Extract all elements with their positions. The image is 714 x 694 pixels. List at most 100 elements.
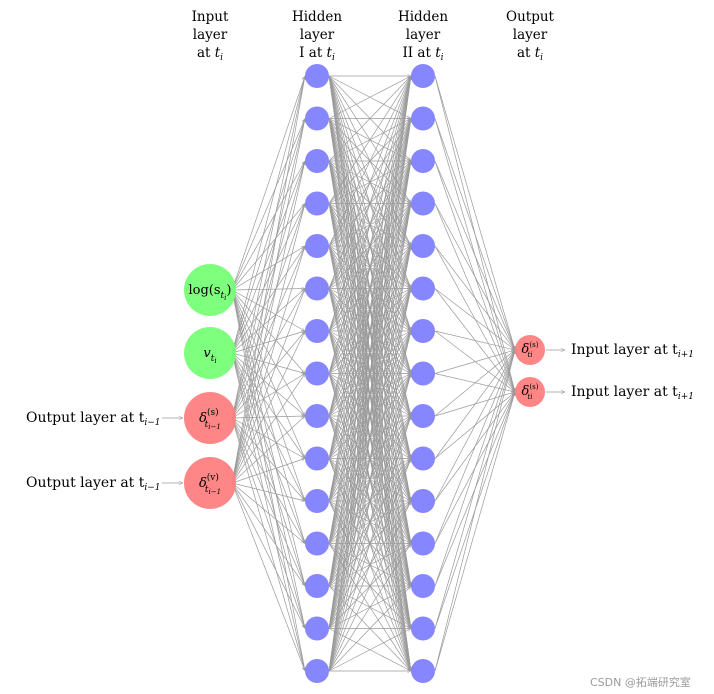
edge-hidden1-hidden2	[328, 628, 411, 672]
edge-hidden2-output	[434, 350, 516, 544]
edge-input-hidden1	[231, 76, 305, 419]
output-node-label: δ(s)ti	[522, 383, 539, 401]
edge-input-hidden1	[231, 119, 305, 419]
output-node	[515, 335, 545, 365]
header-input-line: Input	[192, 9, 229, 25]
edge-input-hidden1	[231, 289, 305, 484]
input-source-label: Output layer at ti−1	[26, 475, 161, 493]
edge-hidden1-hidden2	[328, 76, 411, 629]
edge-hidden1-hidden2	[328, 416, 411, 672]
edge-hidden2-output	[434, 330, 515, 350]
edge-input-hidden1	[231, 417, 305, 459]
hidden2-node	[411, 64, 435, 88]
edge-input-hidden1	[231, 331, 306, 484]
edge-input-hidden1	[231, 352, 305, 544]
edge-hidden1-hidden2	[328, 459, 411, 672]
edge-input-hidden1	[231, 459, 305, 484]
edge-hidden1-hidden2	[328, 76, 411, 544]
edge-input-hidden1	[231, 482, 306, 629]
hidden2-node	[411, 361, 435, 386]
hidden2-node	[411, 531, 435, 556]
edge-input-hidden1	[231, 417, 306, 544]
hidden1-node	[305, 531, 329, 556]
hidden2-node	[411, 106, 435, 131]
edge-hidden2-output	[434, 350, 515, 417]
edge-input-hidden1	[231, 352, 305, 671]
edge-hidden1-hidden2	[328, 76, 411, 502]
hidden1-node	[305, 616, 329, 641]
edge-hidden1-hidden2	[328, 161, 411, 672]
edge-hidden2-output	[434, 350, 515, 374]
connection-edges	[231, 75, 516, 672]
edge-input-hidden1	[231, 161, 305, 354]
edge-hidden2-output	[434, 350, 515, 629]
output-target-label: Input layer at ti+1	[571, 342, 694, 360]
hidden2-node	[411, 276, 435, 301]
header-output-line: layer	[513, 27, 548, 43]
edge-hidden1-hidden2	[328, 76, 411, 332]
hidden1-node	[305, 106, 329, 131]
output-target-label: Input layer at ti+1	[571, 384, 694, 402]
edge-hidden1-hidden2	[328, 331, 411, 672]
hidden2-node	[411, 489, 435, 513]
edge-hidden2-output	[434, 75, 515, 350]
hidden1-node	[305, 446, 329, 471]
edge-input-hidden1	[231, 417, 305, 671]
edge-hidden2-output	[434, 245, 515, 350]
edge-input-hidden1	[231, 204, 305, 419]
edge-hidden1-hidden2	[328, 246, 411, 672]
edge-input-hidden1	[231, 76, 305, 354]
edge-input-hidden1	[231, 374, 306, 484]
edge-input-hidden1	[231, 246, 306, 419]
hidden2-node	[411, 319, 435, 343]
edge-input-hidden1	[231, 352, 305, 586]
edge-hidden2-output	[434, 350, 516, 502]
edge-hidden2-output	[434, 350, 515, 672]
input-node	[184, 327, 236, 379]
edge-hidden2-output	[434, 350, 515, 587]
hidden2-node	[411, 616, 435, 641]
output-node	[515, 377, 545, 407]
hidden1-node	[305, 361, 329, 386]
edge-input-hidden1	[231, 119, 305, 354]
edge-input-hidden1	[231, 482, 305, 671]
edge-hidden1-hidden2	[328, 76, 411, 417]
output-node-label: δ(s)ti	[522, 341, 539, 359]
header-hidden2-line: layer	[406, 27, 441, 43]
header-input-line: layer	[193, 27, 228, 43]
input-node-label: vti	[203, 346, 216, 365]
header-hidden2-line: Hidden	[398, 9, 448, 25]
hidden1-node	[305, 659, 329, 683]
input-source-label: Output layer at ti−1	[26, 410, 161, 428]
edge-input-hidden1	[231, 352, 305, 416]
edge-input-hidden1	[231, 119, 305, 484]
hidden1-node	[305, 276, 329, 301]
edge-hidden1-hidden2	[328, 289, 411, 672]
edge-input-hidden1	[231, 417, 306, 586]
header-input-line: at ti	[197, 45, 223, 63]
hidden1-node	[305, 149, 329, 173]
edge-input-hidden1	[232, 482, 305, 501]
edge-input-hidden1	[232, 352, 305, 374]
edge-input-hidden1	[231, 352, 305, 629]
edge-input-hidden1	[231, 352, 306, 501]
edge-input-hidden1	[231, 161, 305, 484]
edge-input-hidden1	[231, 246, 305, 484]
hidden2-node	[411, 234, 435, 258]
edge-hidden2-output	[434, 203, 516, 351]
edge-input-hidden1	[231, 373, 305, 419]
edge-hidden2-output	[434, 288, 515, 351]
hidden1-node	[305, 64, 329, 88]
edge-hidden2-output	[434, 392, 515, 672]
edge-hidden1-hidden2	[328, 586, 411, 672]
hidden2-node	[411, 191, 435, 216]
edge-hidden1-hidden2	[328, 75, 411, 119]
edge-input-hidden1	[231, 289, 306, 419]
hidden1-node	[305, 489, 329, 513]
hidden1-node	[305, 319, 329, 343]
edge-input-hidden1	[231, 161, 306, 291]
edge-input-hidden1	[231, 76, 305, 291]
